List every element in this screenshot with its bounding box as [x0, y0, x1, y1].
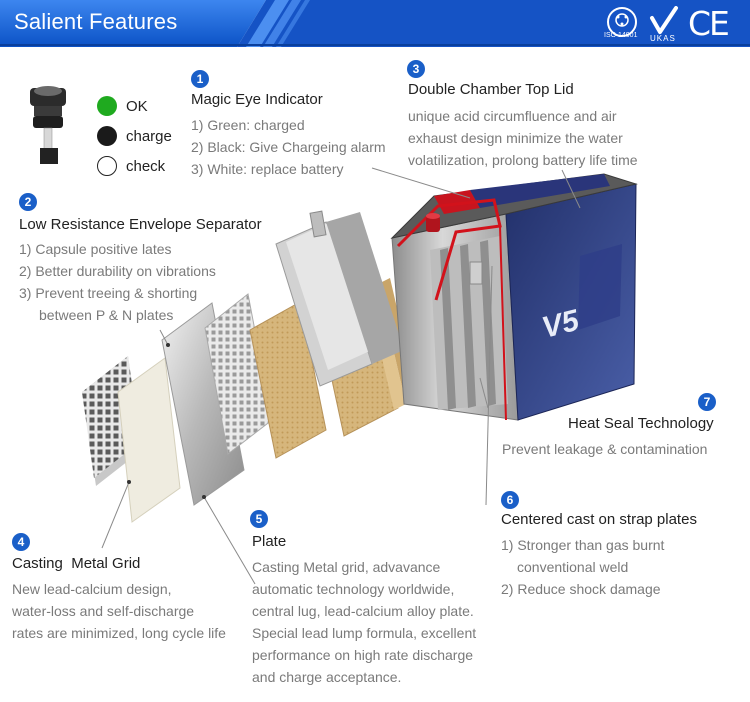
feature-line: rates are minimized, long cycle life [12, 625, 226, 641]
leader-dot-4 [127, 480, 131, 484]
iso-label: ISO 14001 [604, 32, 638, 39]
feature-line: 1) Green: charged [191, 117, 305, 133]
ukas-badge: UKAS [648, 6, 680, 43]
legend-label: charge [126, 127, 172, 145]
ukas-label: UKAS [650, 34, 676, 43]
feature-number-4: 4 [12, 533, 30, 551]
feature-line: volatilization, prolong battery life tim… [408, 152, 638, 168]
feature-line: between P & N plates [39, 307, 174, 323]
leader-line-3 [561, 169, 581, 209]
feature-line: 1) Stronger than gas burnt [501, 537, 665, 553]
leader-line-1 [371, 167, 471, 199]
feature-number-3: 3 [407, 60, 425, 78]
feature-title-3: Double Chamber Top Lid [408, 81, 574, 98]
feature-line: 2) Reduce shock damage [501, 581, 661, 597]
feature-title-5: Plate [252, 533, 287, 550]
leader-lines [101, 167, 581, 585]
feature-number-1: 1 [191, 70, 209, 88]
ce-mark: CE [688, 4, 730, 43]
feature-line: performance on high rate discharge [252, 647, 474, 663]
header-banner: Salient Features ISO 14001 UKAS CE [0, 0, 750, 47]
green-indicator-icon [97, 96, 117, 116]
feature-line: conventional weld [517, 559, 629, 575]
leader-line-6 [485, 265, 493, 506]
envelope-plate-shape [161, 302, 245, 506]
feature-title-4: Casting Metal Grid [12, 555, 141, 572]
feature-title-2: Low Resistance Envelope Separator [19, 216, 262, 233]
separator-sheet-shape [117, 357, 181, 523]
feature-body-1: 1) Green: charged 2) Black: Give Chargei… [191, 114, 386, 180]
feature-line: exhaust design minimize the water [408, 130, 623, 146]
iso-badge: ISO 14001 [602, 6, 642, 47]
magic-eye-device-icon [30, 86, 66, 164]
feature-body-2: 1) Capsule positive lates 2) Better dura… [19, 238, 216, 326]
feature-title-1: Magic Eye Indicator [191, 91, 323, 108]
white-indicator-icon [97, 156, 117, 176]
leader-dot-5 [202, 495, 206, 499]
legend-label: OK [126, 97, 148, 115]
feature-title-6: Centered cast on strap plates [501, 511, 697, 528]
feature-body-6: 1) Stronger than gas burnt conventional … [501, 534, 664, 600]
feature-line: Prevent leakage & contamination [502, 441, 708, 457]
feature-line: and charge acceptance. [252, 669, 402, 685]
leader-line-2 [159, 329, 169, 346]
feature-body-3: unique acid circumfluence and air exhaus… [408, 105, 638, 171]
feature-line: 3) White: replace battery [191, 161, 344, 177]
feature-line: 2) Better durability on vibrations [19, 263, 216, 279]
feature-line: water-loss and self-discharge [12, 603, 195, 619]
feature-line: Special lead lump formula, excellent [252, 625, 477, 641]
feature-line: 1) Capsule positive lates [19, 241, 172, 257]
legend-label: check [126, 157, 166, 175]
checkmark-icon [650, 6, 678, 34]
feature-line: unique acid circumfluence and air [408, 108, 617, 124]
feature-line: central lug, lead-calcium alloy plate. [252, 603, 474, 619]
feature-body-7: Prevent leakage & contamination [502, 438, 707, 460]
feature-line: 3) Prevent treeing & shorting [19, 285, 198, 301]
feature-body-5: Casting Metal grid, advavance automatic … [252, 556, 476, 688]
feature-body-4: New lead-calcium design, water-loss and … [12, 578, 226, 644]
leader-line-5 [203, 496, 256, 585]
black-indicator-icon [97, 126, 117, 146]
feature-title-7: Heat Seal Technology [568, 415, 714, 432]
legend-item-ok: OK [97, 95, 148, 117]
feature-number-2: 2 [19, 193, 37, 211]
feature-number-6: 6 [501, 491, 519, 509]
leader-line-4 [101, 481, 130, 549]
plate-group-shape [275, 210, 404, 387]
feature-line: Casting Metal grid, advavance [252, 559, 441, 575]
feature-number-7: 7 [698, 393, 716, 411]
feature-line: 2) Black: Give Chargeing alarm [191, 139, 386, 155]
feature-line: New lead-calcium design, [12, 581, 172, 597]
legend-item-charge: charge [97, 125, 172, 147]
iso-seal-icon [607, 7, 637, 37]
battery-body [390, 173, 638, 421]
leader-dot-2 [166, 343, 170, 347]
legend-item-check: check [97, 155, 165, 177]
feature-number-5: 5 [250, 510, 268, 528]
page-title: Salient Features [14, 9, 178, 34]
feature-line: automatic technology worldwide, [252, 581, 455, 597]
leader-line-7 [479, 377, 489, 409]
